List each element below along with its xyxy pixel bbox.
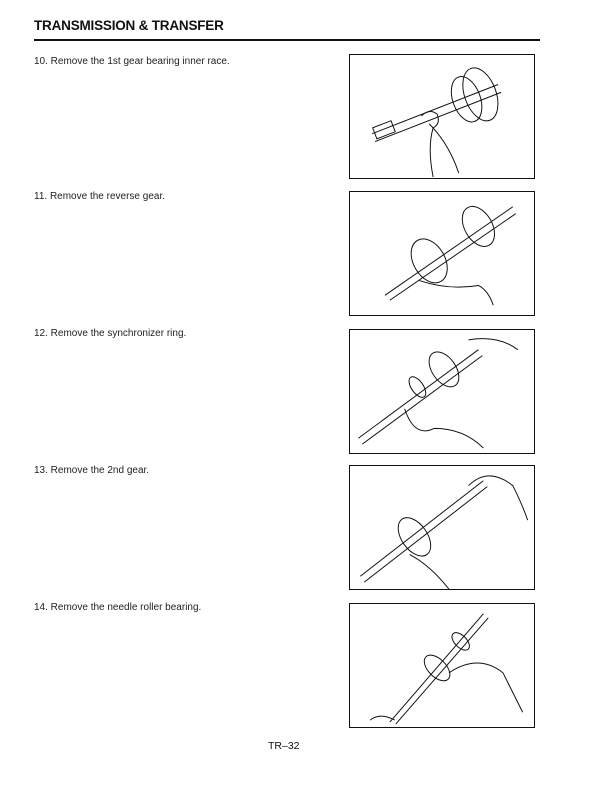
step-11-text: 11. Remove the reverse gear.: [34, 191, 165, 202]
section-title: TRANSMISSION & TRANSFER: [34, 18, 224, 33]
step-12-text: 12. Remove the synchronizer ring.: [34, 328, 187, 339]
page-number: TR–32: [268, 740, 300, 752]
header-rule: [34, 39, 540, 41]
step-10-text: 10. Remove the 1st gear bearing inner ra…: [34, 56, 230, 67]
step-13-illustration: [349, 465, 535, 590]
step-13-text: 13. Remove the 2nd gear.: [34, 465, 150, 476]
step-14-text: 14. Remove the needle roller bearing.: [34, 602, 202, 613]
step-11-illustration: [349, 191, 535, 316]
step-10-illustration: [349, 54, 535, 179]
step-12-illustration: [349, 329, 535, 454]
step-14-illustration: [349, 603, 535, 728]
